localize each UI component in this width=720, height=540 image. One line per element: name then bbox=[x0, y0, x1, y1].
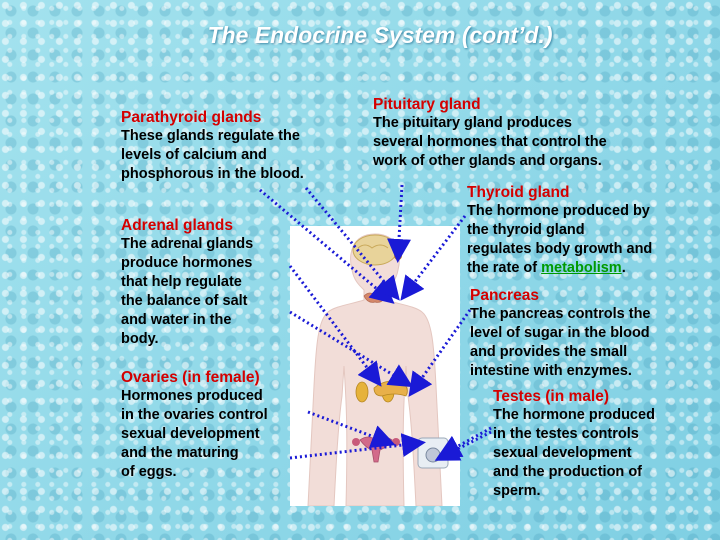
parathyroid-heading: Parathyroid glands bbox=[121, 109, 262, 126]
thyroid-heading: Thyroid gland bbox=[467, 184, 570, 201]
pituitary-block: Pituitary gland The pituitary gland prod… bbox=[373, 95, 693, 171]
adrenal-heading: Adrenal glands bbox=[121, 217, 233, 234]
thyroid-text: The hormone produced by the thyroid glan… bbox=[467, 202, 719, 278]
testes-text: The hormone produced in the testes contr… bbox=[493, 407, 655, 499]
arrow-adrenal-b bbox=[289, 310, 414, 388]
thyroid-text-body: The hormone produced by the thyroid glan… bbox=[467, 203, 653, 276]
pancreas-heading: Pancreas bbox=[470, 287, 539, 304]
testes-heading: Testes (in male) bbox=[493, 388, 610, 405]
arrow-testes-a bbox=[434, 430, 492, 461]
pituitary-text: The pituitary gland produces several hor… bbox=[373, 115, 607, 169]
arrow-ovaries-b bbox=[289, 433, 426, 460]
left-ovary bbox=[352, 438, 360, 446]
pituitary-heading: Pituitary gland bbox=[373, 96, 481, 113]
testes-block: Testes (in male) The hormone produced in… bbox=[493, 387, 708, 501]
arrow-testes-b bbox=[436, 426, 492, 458]
thyroid-block: Thyroid gland The hormone produced by th… bbox=[467, 183, 719, 278]
thyroid-text-end: . bbox=[621, 260, 626, 276]
arrow-pituitary bbox=[387, 184, 411, 263]
arrow-parathyroid-a bbox=[259, 188, 395, 304]
pancreas-text: The pancreas controls the level of sugar… bbox=[470, 306, 651, 379]
pancreas-block: Pancreas The pancreas controls the level… bbox=[470, 286, 715, 381]
adrenal-text: The adrenal glands produce hormones that… bbox=[121, 236, 254, 347]
adrenal-block: Adrenal glands The adrenal glands produc… bbox=[121, 216, 296, 349]
arrow-adrenal-a bbox=[288, 265, 382, 387]
parathyroid-text: These glands regulate the levels of calc… bbox=[121, 128, 304, 182]
ovaries-text: Hormones produced in the ovaries control… bbox=[121, 388, 268, 480]
slide-title: The Endocrine System (cont’d.) bbox=[207, 22, 553, 48]
metabolism-link[interactable]: metabolism bbox=[541, 260, 622, 276]
arrow-pancreas bbox=[408, 309, 472, 397]
parathyroid-block: Parathyroid glands These glands regulate… bbox=[121, 108, 361, 184]
arrow-thyroid bbox=[400, 215, 467, 301]
ovaries-heading: Ovaries (in female) bbox=[121, 369, 260, 386]
arrow-parathyroid-b bbox=[304, 187, 400, 301]
ovaries-block: Ovaries (in female) Hormones produced in… bbox=[121, 368, 321, 482]
